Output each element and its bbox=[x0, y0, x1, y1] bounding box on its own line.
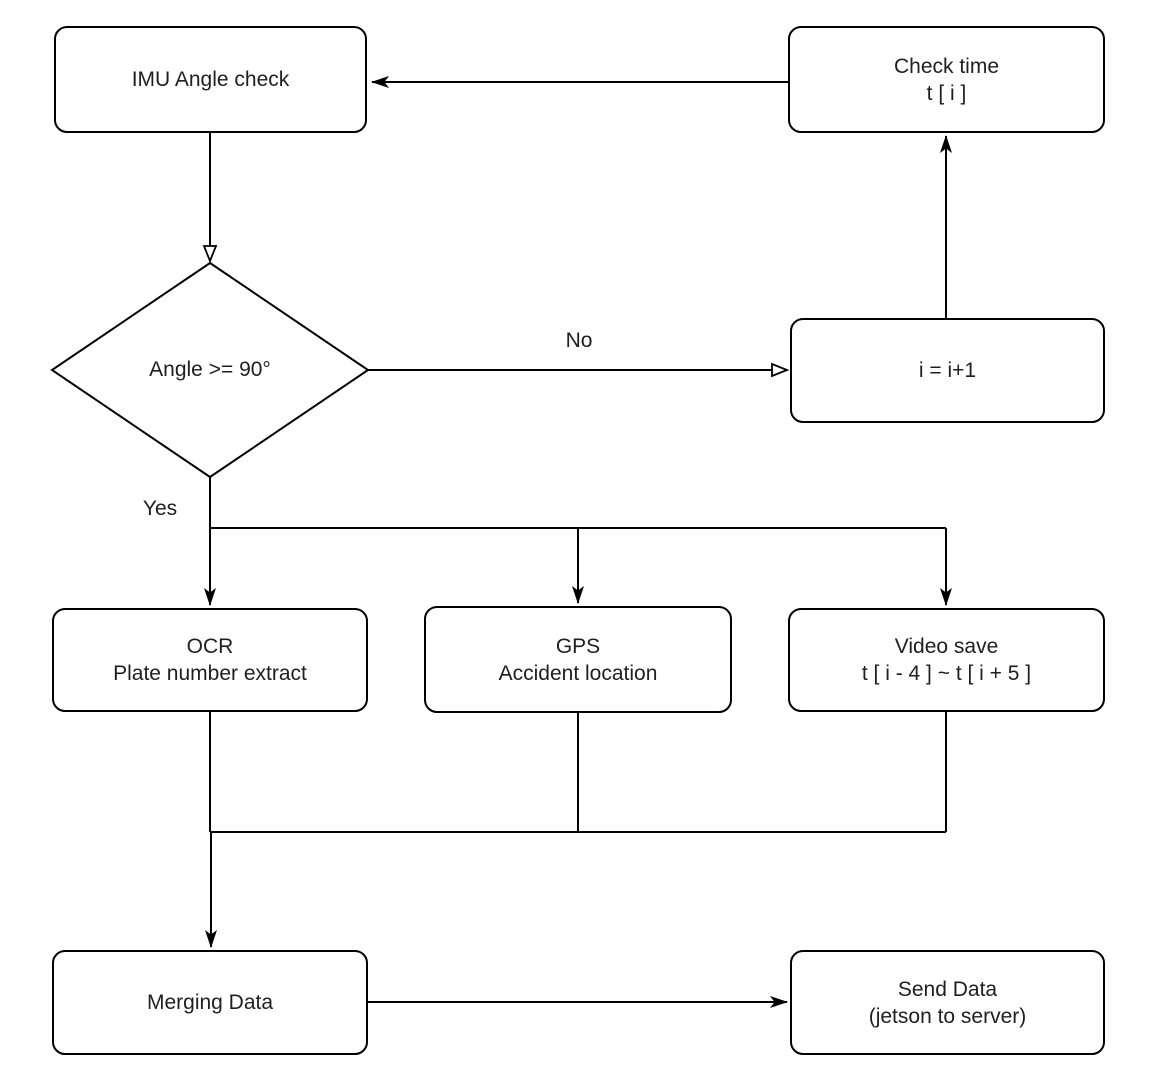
node-check-time-line2: t [ i ] bbox=[926, 81, 967, 105]
node-check-time: Check time t [ i ] bbox=[788, 26, 1105, 133]
edge-label-no: No bbox=[553, 329, 605, 353]
node-send-data-line2: (jetson to server) bbox=[868, 1004, 1027, 1028]
edge-label-yes: Yes bbox=[132, 497, 188, 521]
node-angle-decision-label: Angle >= 90° bbox=[149, 358, 271, 381]
node-ocr: OCR Plate number extract bbox=[52, 608, 368, 712]
node-imu-angle-check-label: IMU Angle check bbox=[131, 68, 290, 91]
node-merging-data: Merging Data bbox=[52, 950, 368, 1055]
node-gps-line2: Accident location bbox=[498, 661, 658, 685]
node-imu-angle-check: IMU Angle check bbox=[54, 26, 367, 133]
node-merging-data-label: Merging Data bbox=[146, 991, 274, 1014]
node-ocr-line2: Plate number extract bbox=[113, 662, 307, 685]
node-check-time-line1: Check time bbox=[893, 54, 1000, 78]
node-send-data: Send Data (jetson to server) bbox=[790, 950, 1105, 1055]
node-send-data-line1: Send Data bbox=[897, 977, 998, 1001]
node-video-save-line1: Video save bbox=[894, 635, 999, 658]
node-ocr-line1: OCR bbox=[186, 635, 234, 658]
node-gps-line1: GPS bbox=[555, 634, 601, 658]
node-gps: GPS Accident location bbox=[424, 606, 732, 713]
node-increment-label: i = i+1 bbox=[918, 359, 977, 382]
node-video-save-line2: t [ i - 4 ] ~ t [ i + 5 ] bbox=[861, 662, 1032, 685]
node-video-save: Video save t [ i - 4 ] ~ t [ i + 5 ] bbox=[788, 608, 1105, 712]
node-angle-decision: Angle >= 90° bbox=[70, 340, 350, 400]
node-increment: i = i+1 bbox=[790, 318, 1105, 423]
